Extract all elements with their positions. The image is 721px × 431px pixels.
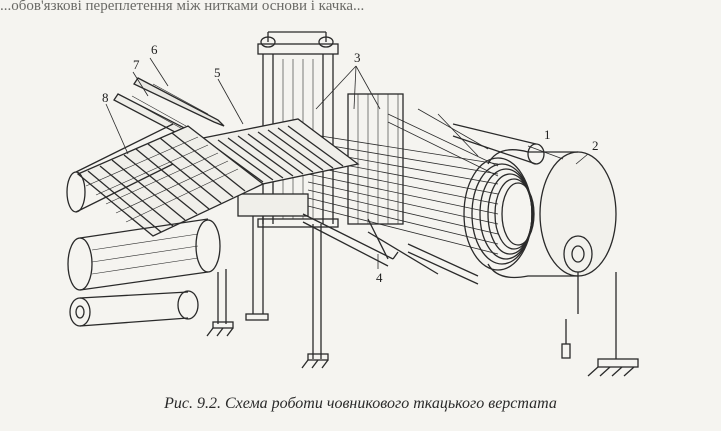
warp-beam xyxy=(464,150,638,376)
shuttle xyxy=(134,78,224,126)
cloth-roller xyxy=(68,219,233,336)
label-4: 4 xyxy=(376,270,383,285)
label-8: 8 xyxy=(102,90,109,105)
label-6: 6 xyxy=(151,42,158,57)
cut-off-text-line: ...обов'язкові переплетення між нитками … xyxy=(0,0,721,14)
label-7: 7 xyxy=(133,57,140,72)
loom-drawing: 6 7 8 5 3 2 1 4 xyxy=(58,14,658,384)
loom-diagram: 6 7 8 5 3 2 1 4 xyxy=(58,14,658,384)
label-2: 2 xyxy=(592,138,599,153)
label-5: 5 xyxy=(214,65,221,80)
picking-mechanism xyxy=(302,214,478,368)
figure-caption: Рис. 9.2. Схема роботи човникового ткаць… xyxy=(0,395,721,413)
label-3: 3 xyxy=(354,50,361,65)
label-1: 1 xyxy=(544,127,551,142)
